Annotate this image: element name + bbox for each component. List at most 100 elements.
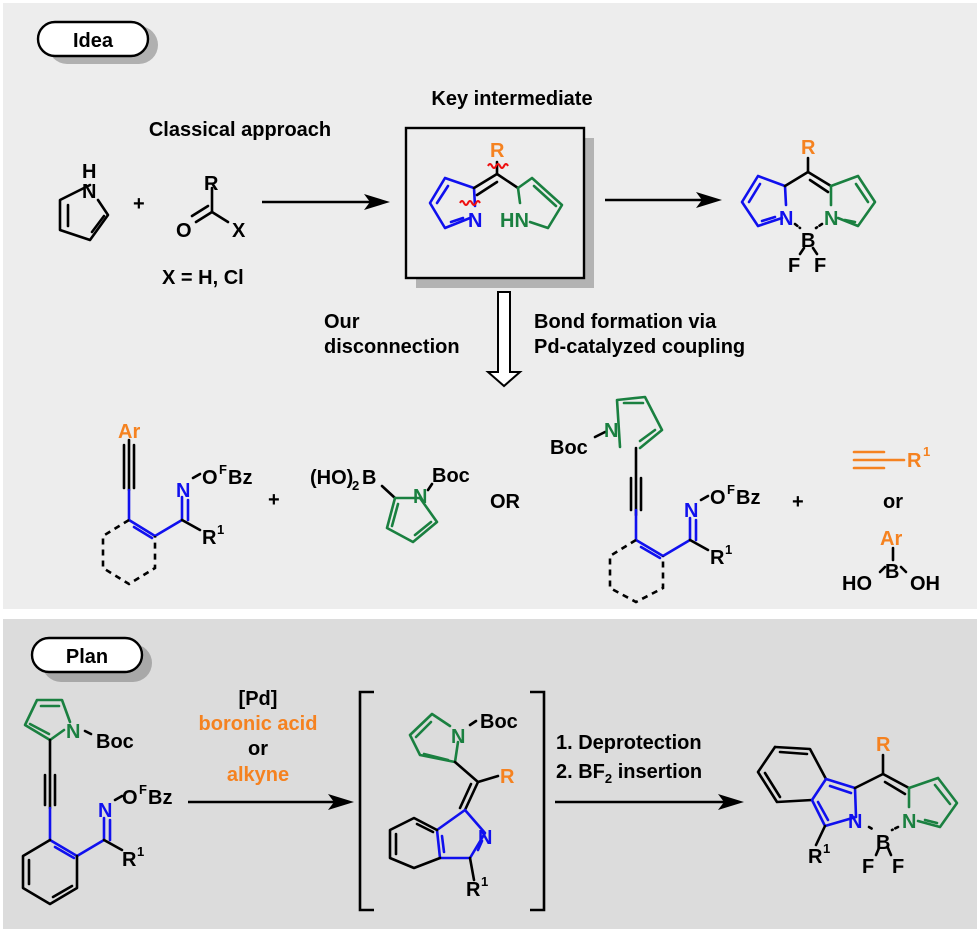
bracket-left (358, 690, 374, 912)
bond-formation-label-line2: Pd-catalyzed coupling (534, 336, 745, 358)
intermediate-hn: HN (500, 210, 529, 232)
oxime-o-2: O (710, 487, 726, 509)
idea-badge-label: Idea (73, 30, 114, 52)
step2-post: insertion (612, 761, 702, 783)
product-r1: R (808, 846, 823, 868)
oxime-bz: Bz (228, 467, 252, 489)
boronic-b: B (362, 467, 376, 489)
int-pyrrole-n: N (451, 726, 465, 748)
oxime-n: N (176, 480, 190, 502)
plan-boc: Boc (96, 731, 134, 753)
aryl-alkyne-oxime-structure: Ar N O F Bz R 1 (101, 421, 252, 586)
acyl-o: O (176, 220, 192, 242)
or-label: OR (490, 491, 521, 513)
disconnection-label-line1: Our (324, 311, 360, 333)
r1-superscript-2: 1 (725, 542, 732, 557)
step2-pre: 2. BF (556, 761, 605, 783)
idea-badge: Idea (36, 20, 158, 64)
step2-label: 2. BF2 insertion (556, 761, 702, 786)
boronic-ar: Ar (880, 528, 902, 550)
intermediate-r: R (490, 140, 505, 162)
bodipy-n2: N (824, 208, 838, 230)
pyrrole-structure: H N (58, 161, 110, 242)
product-f1: F (862, 856, 874, 878)
boronic-acid-label: boronic acid (199, 713, 318, 735)
oxime-bz-2: Bz (736, 487, 760, 509)
bodipy-r: R (801, 137, 816, 159)
bodipy-b: B (801, 230, 815, 252)
bracket-right (530, 690, 546, 912)
r1-label: R (202, 527, 217, 549)
plan-oxime-n: N (98, 800, 112, 822)
plan-oxime-f: F (139, 782, 147, 797)
bodipy-n1: N (779, 208, 793, 230)
pyrrole-h: H (82, 161, 96, 183)
product-n1: N (848, 811, 862, 833)
int-isoindole-n: N (478, 827, 492, 849)
terminal-alkyne-reagent: R 1 (852, 444, 930, 472)
x-definition: X = H, Cl (162, 267, 244, 289)
acyl-structure: R O X (176, 173, 246, 242)
classical-approach-label: Classical approach (149, 119, 331, 141)
plan-badge: Plan (30, 636, 152, 682)
bond-formation-label-line1: Bond formation via (534, 311, 717, 333)
isoindole-intermediate: N Boc R N R 1 (388, 711, 518, 901)
product-b: B (876, 832, 890, 854)
plus-sign-2: + (268, 489, 280, 511)
oxime-n-2: N (684, 500, 698, 522)
key-intermediate-label: Key intermediate (431, 88, 592, 110)
r1-label-2: R (710, 547, 725, 569)
plus-sign-3: + (792, 491, 804, 513)
boronic-ho: (HO) (310, 467, 353, 489)
reagent-or-label: or (248, 738, 268, 760)
plan-oxime-o: O (122, 787, 138, 809)
oxime-f: F (219, 462, 227, 477)
plan-r1: R (122, 849, 137, 871)
plan-panel (3, 619, 977, 929)
pd-catalyst-label: [Pd] (239, 688, 278, 710)
arrow-pd-coupling (188, 794, 354, 810)
boronic-ho-2: HO (842, 573, 872, 595)
step2-sub: 2 (605, 771, 612, 786)
boronic-b-2: B (885, 561, 899, 583)
alkyne-label: alkyne (227, 764, 289, 786)
plan-r1-sup: 1 (137, 844, 144, 859)
disconnection-label-line2: disconnection (324, 336, 460, 358)
plus-sign-1: + (133, 193, 145, 215)
plan-starting-material: N Boc N O F Bz R 1 (21, 698, 172, 906)
boc-pyrrole-boronic-acid: (HO) 2 B N Boc (310, 465, 470, 544)
product-r1-sup: 1 (823, 841, 830, 856)
alkyne-r1: R (907, 450, 922, 472)
product-n2: N (902, 811, 916, 833)
arrow-deprotection (555, 794, 744, 810)
oxime-f-2: F (727, 482, 735, 497)
ar-label: Ar (118, 421, 140, 443)
pyrrole-boc-n: N (413, 486, 427, 508)
acyl-r: R (204, 173, 219, 195)
boronic-sub: 2 (352, 478, 359, 493)
pyrrolyl-alkyne-oxime-structure: N Boc N O F Bz R 1 (550, 395, 760, 604)
dipyrrin-structure: R N HN (428, 140, 564, 232)
int-r1-sup: 1 (481, 874, 488, 889)
idea-panel (3, 3, 977, 609)
plan-pyrrole-n: N (66, 721, 80, 743)
pyrrole-n: N (82, 181, 96, 203)
bodipy-f1: F (788, 255, 800, 277)
retrosynthesis-arrow (485, 291, 523, 388)
int-r1: R (466, 879, 481, 901)
benzo-bodipy-product: R N N B F F R 1 (756, 734, 959, 878)
arrow-to-bodipy (605, 192, 722, 208)
or-label-lower: or (883, 491, 903, 513)
product-r: R (876, 734, 891, 756)
acyl-x: X (232, 220, 246, 242)
arrow-classical (262, 194, 390, 210)
int-r: R (500, 766, 515, 788)
intermediate-n: N (468, 210, 482, 232)
int-boc: Boc (480, 711, 518, 733)
boc-label-1: Boc (432, 465, 470, 487)
boc-label-2: Boc (550, 437, 588, 459)
step1-label: 1. Deprotection (556, 732, 702, 754)
oxime-o: O (202, 467, 218, 489)
